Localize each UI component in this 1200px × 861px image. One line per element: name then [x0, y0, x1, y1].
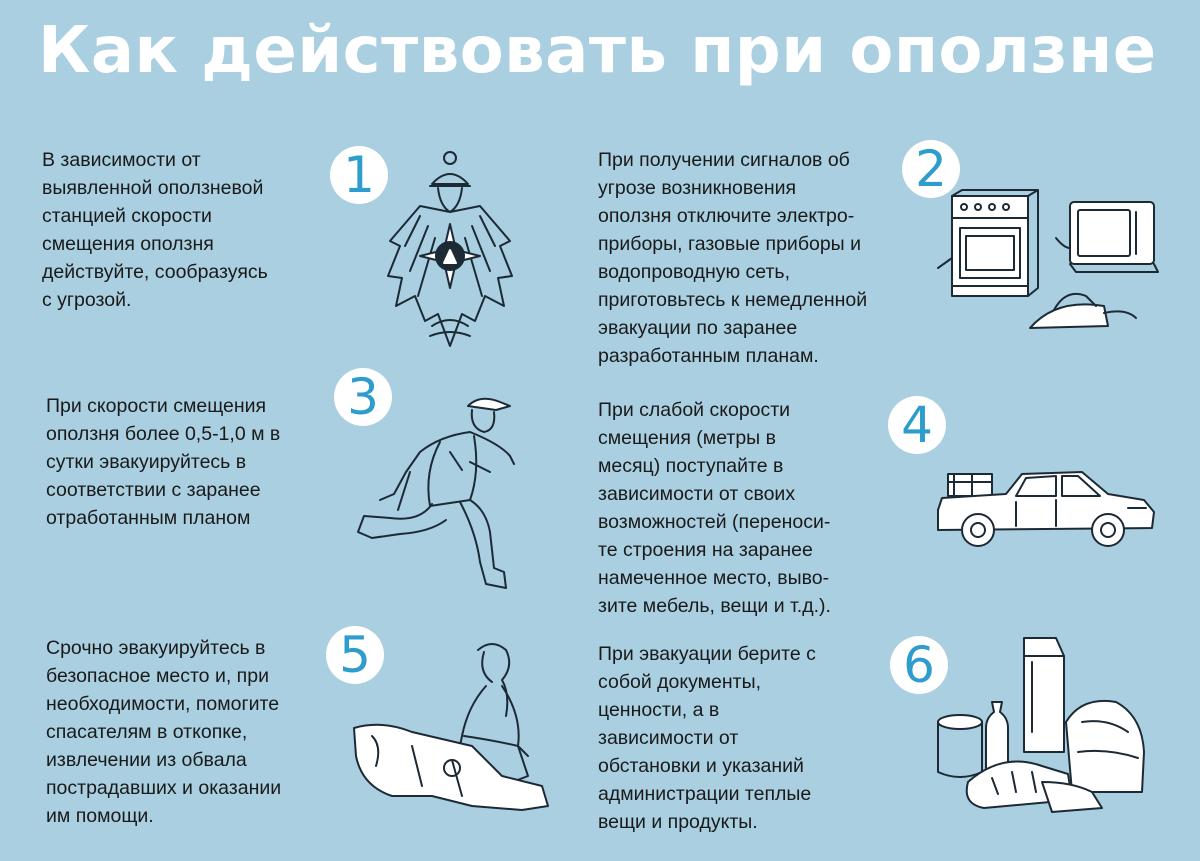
appliances-icon	[937, 189, 1159, 329]
car-icon	[937, 471, 1155, 547]
page-title: Как действовать при оползне	[38, 14, 1157, 88]
step-4-text: При слабой скорости смещения (метры в ме…	[598, 399, 831, 617]
step-6-text: При эвакуации берите с собой документы, …	[598, 643, 816, 833]
running-man-icon	[357, 397, 515, 589]
step-5-text: Срочно эвакуируйтесь в безопасное место …	[46, 637, 282, 827]
step-2-text: При получении сигналов об угрозе возникн…	[598, 149, 868, 367]
step-1-number: 1	[330, 146, 388, 204]
step-2-number: 2	[902, 140, 960, 198]
step-3-number: 3	[334, 368, 392, 426]
supplies-icon	[937, 637, 1145, 813]
step-4-number: 4	[888, 396, 946, 454]
step-6-number: 6	[890, 636, 948, 694]
step-5-number: 5	[326, 626, 384, 684]
step-1-text: В зависимости от выявленной оползневой с…	[42, 149, 268, 311]
step-3-text: При скорости смещения оползня более 0,5-…	[46, 395, 281, 529]
rescue-icon	[353, 643, 549, 811]
emblem-icon	[387, 151, 513, 347]
